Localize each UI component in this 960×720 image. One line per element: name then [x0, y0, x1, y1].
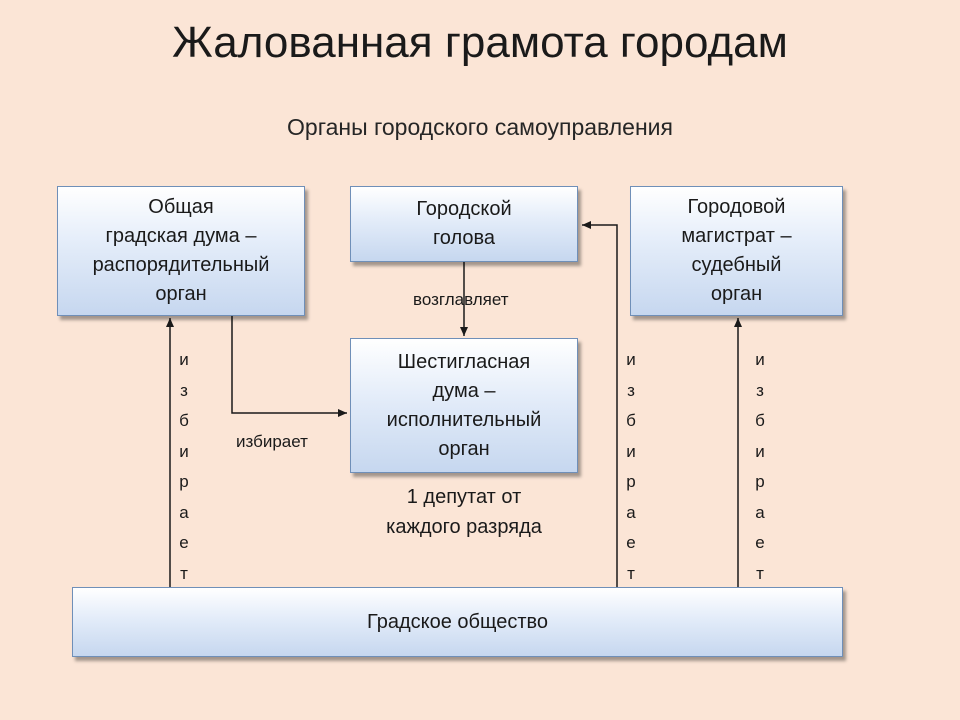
city-head-box: Городской голова	[350, 186, 578, 262]
city-magistrate-box: Городовой магистрат – судебный орган	[630, 186, 843, 316]
city-society-box: Градское общество	[72, 587, 843, 657]
elects-label-vertical-left: и з б и р а е т	[179, 350, 189, 583]
arrow-society-to-golova	[582, 221, 618, 587]
elects-label-horizontal: избирает	[236, 432, 308, 451]
elects-label-vertical-middle: и з б и р а е т	[626, 350, 636, 583]
deputy-note: 1 депутат от каждого разряда	[386, 486, 542, 538]
heads-label: возглавляет	[413, 290, 509, 309]
diagram-subtitle: Органы городского самоуправления	[287, 114, 673, 140]
elects-label-vertical-right: и з б и р а е т	[755, 350, 765, 583]
page-title: Жалованная грамота городам	[172, 18, 788, 67]
general-city-duma-box: Общая градская дума – распорядительный о…	[57, 186, 305, 316]
arrow-duma-to-shestiglasnaya	[231, 316, 347, 417]
six-vote-duma-box: Шестигласная дума – исполнительный орган	[350, 338, 578, 473]
